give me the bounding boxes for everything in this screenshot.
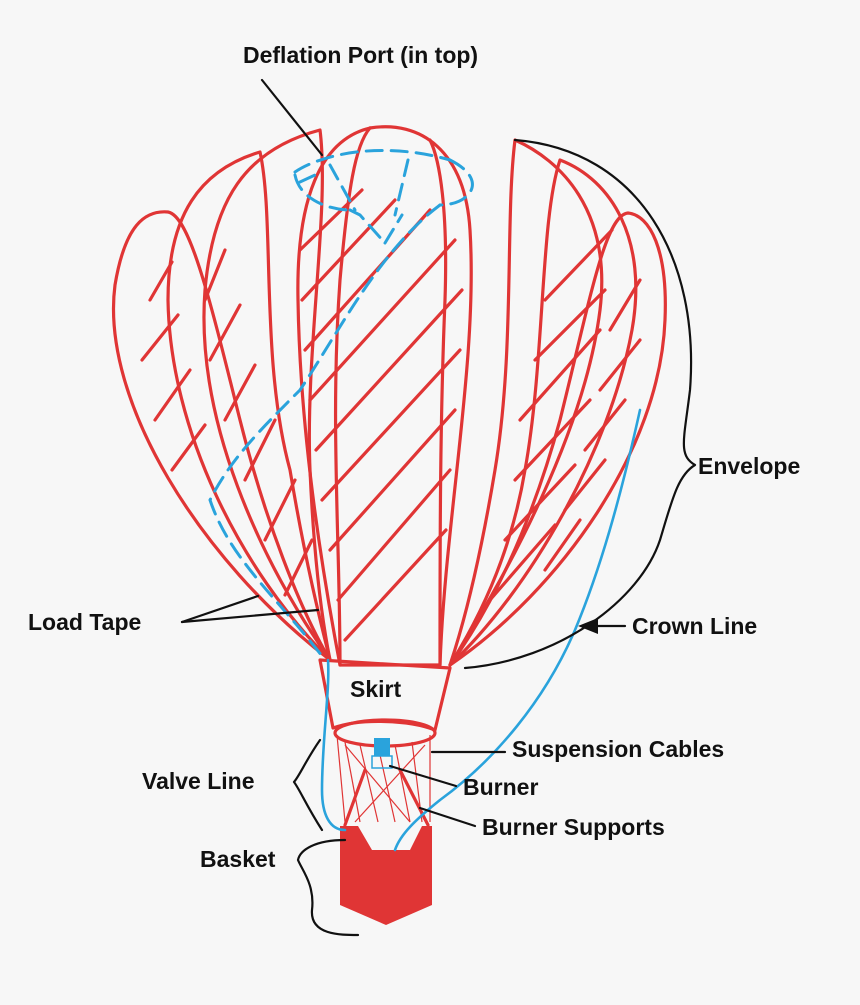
crown-line bbox=[393, 408, 642, 852]
leaders bbox=[180, 78, 697, 937]
basket-bottom bbox=[340, 905, 432, 925]
skirt-shape bbox=[318, 658, 452, 748]
valve-line bbox=[320, 658, 347, 832]
label-valve-line: Valve Line bbox=[142, 768, 255, 794]
load-tape-leader-1 bbox=[180, 594, 260, 624]
burner-leader bbox=[388, 764, 458, 788]
label-basket: Basket bbox=[200, 846, 276, 872]
gore-hatching bbox=[140, 188, 642, 642]
burner-shape bbox=[374, 738, 390, 756]
gore-outline-right-second bbox=[448, 158, 638, 667]
gore-outline-right-third bbox=[448, 138, 604, 667]
crown-line-arrowhead bbox=[578, 618, 598, 634]
label-burner-supports: Burner Supports bbox=[482, 814, 665, 840]
basket-body bbox=[340, 826, 432, 905]
burner-frame bbox=[371, 755, 393, 769]
burner-supports-leader bbox=[418, 806, 477, 828]
valve-line-dashed bbox=[208, 203, 442, 662]
label-deflation-port: Deflation Port (in top) bbox=[243, 42, 478, 68]
load-tape-leader-2 bbox=[180, 608, 320, 624]
label-skirt: Skirt bbox=[350, 676, 401, 702]
deflation-port-outline bbox=[293, 149, 474, 245]
label-load-tape: Load Tape bbox=[28, 609, 141, 635]
valve-line-brace bbox=[292, 738, 324, 832]
gore-outline-left-second bbox=[166, 150, 332, 662]
envelope-brace bbox=[463, 138, 697, 670]
label-crown-line: Crown Line bbox=[632, 613, 757, 639]
label-suspension-cables: Suspension Cables bbox=[512, 736, 724, 762]
gore-inner-right bbox=[428, 138, 448, 667]
label-burner: Burner bbox=[463, 774, 538, 800]
basket-shape bbox=[340, 826, 432, 925]
label-envelope: Envelope bbox=[698, 453, 800, 479]
gore-outline-right-outer bbox=[448, 211, 667, 667]
basket-brace bbox=[296, 838, 360, 937]
envelope-shape bbox=[112, 125, 667, 667]
gore-outline-left-outer bbox=[112, 210, 332, 662]
deflation-port-leader bbox=[260, 78, 324, 157]
burner-supports-shape bbox=[343, 768, 430, 827]
